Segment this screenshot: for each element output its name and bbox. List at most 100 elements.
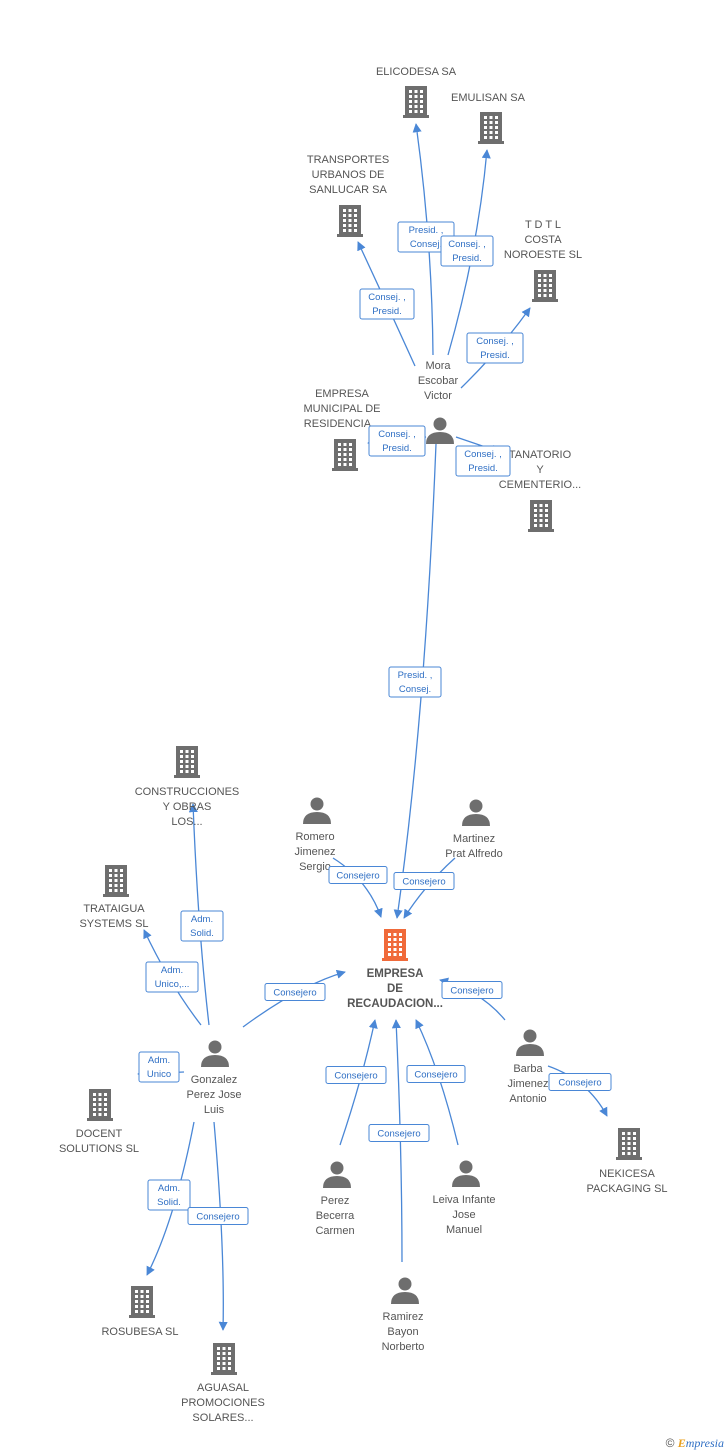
node-label: DOCENT	[76, 1128, 123, 1140]
edge-label[interactable]: Consejero	[548, 1073, 612, 1091]
node-label: SANLUCAR SA	[309, 184, 387, 196]
node-label: Prat Alfredo	[445, 848, 502, 860]
node-emulisan[interactable]: EMULISAN SA	[451, 92, 526, 144]
building-icon[interactable]	[174, 746, 200, 778]
node-label: COSTA	[524, 234, 562, 246]
person-icon[interactable]	[426, 417, 454, 445]
edge-label[interactable]: Consej. ,Presid.	[466, 332, 524, 364]
person-icon[interactable]	[452, 1160, 480, 1188]
brand-logo[interactable]: Empresia	[678, 1436, 724, 1450]
edge-label[interactable]: Adm.Unico,...	[145, 961, 199, 993]
node-label: Leiva Infante	[433, 1194, 496, 1206]
node-label: Victor	[424, 390, 452, 402]
copyright-symbol: ©	[665, 1436, 675, 1450]
building-icon[interactable]	[337, 205, 363, 237]
edge-label[interactable]: Consejero	[328, 866, 388, 884]
building-icon[interactable]	[528, 500, 554, 532]
building-icon[interactable]	[403, 86, 429, 118]
node-main[interactable]: EMPRESADERECAUDACION...	[347, 929, 443, 1010]
edge-label-text: Consej. ,	[448, 239, 486, 250]
node-label: PACKAGING SL	[586, 1183, 667, 1195]
edge-label[interactable]: Consejero	[441, 981, 503, 999]
person-icon[interactable]	[303, 797, 331, 825]
node-label: Perez	[321, 1195, 350, 1207]
edge-label[interactable]: Consej. ,Presid.	[368, 425, 426, 457]
edge-label-text: Consej. ,	[464, 449, 502, 460]
node-label: NEKICESA	[599, 1168, 655, 1180]
person-icon[interactable]	[201, 1040, 229, 1068]
node-tanatorio[interactable]: TANATORIOYCEMENTERIO...	[499, 449, 582, 532]
node-elicodesa[interactable]: ELICODESA SA	[376, 66, 457, 118]
node-docent[interactable]: DOCENT SOLUTIONS SL	[59, 1089, 139, 1155]
node-label: Barba	[513, 1063, 543, 1075]
building-icon[interactable]	[211, 1343, 237, 1375]
building-icon[interactable]	[532, 270, 558, 302]
edge-label[interactable]: Adm. Solid.	[147, 1179, 191, 1211]
edge-label-text: Presid.	[382, 443, 412, 454]
building-icon[interactable]	[129, 1286, 155, 1318]
node-label: MUNICIPAL DE	[303, 403, 380, 415]
edge-label[interactable]: Consejero	[187, 1207, 249, 1225]
edge-label[interactable]: Presid. ,Consej.	[397, 221, 455, 253]
node-label: Luis	[204, 1104, 225, 1116]
building-icon[interactable]	[616, 1128, 642, 1160]
building-icon[interactable]	[382, 929, 408, 961]
edge-label[interactable]: Consejero	[368, 1124, 430, 1142]
edge-label[interactable]: Consej. ,Presid.	[359, 288, 415, 320]
node-label: Martinez	[453, 833, 495, 845]
node-label: SOLUTIONS SL	[59, 1143, 139, 1155]
person-icon[interactable]	[323, 1161, 351, 1189]
node-label: ELICODESA SA	[376, 66, 457, 78]
edge-label-text: Consejero	[450, 986, 493, 997]
edge-label-text: Adm.	[158, 1183, 180, 1194]
person-icon[interactable]	[516, 1029, 544, 1057]
node-label: SYSTEMS SL	[79, 918, 148, 930]
node-label: EMULISAN SA	[451, 92, 526, 104]
edge-mora-main	[393, 443, 437, 919]
building-icon[interactable]	[478, 112, 504, 144]
edge-label[interactable]: Consejero	[325, 1066, 387, 1084]
edge-label[interactable]: Adm.Solid.	[180, 910, 224, 942]
edge-label[interactable]: Consejero	[406, 1065, 466, 1083]
edge-label[interactable]: Adm.Unico	[138, 1051, 180, 1083]
edge-label-text: Presid.	[480, 350, 510, 361]
node-label: TRANSPORTES	[307, 154, 389, 166]
edge-label[interactable]: Consejero	[264, 983, 326, 1001]
edge-label-text: Consejero	[336, 871, 379, 882]
node-label: RESIDENCIA...	[304, 418, 380, 430]
person-icon[interactable]	[391, 1277, 419, 1305]
edge-label[interactable]: Presid. ,Consej.	[388, 666, 442, 698]
edge-label[interactable]: Consej. ,Presid.	[455, 445, 511, 477]
edge-label-text: Solid.	[157, 1197, 181, 1208]
edge-label[interactable]: Consejero	[393, 872, 455, 890]
person-icon[interactable]	[462, 799, 490, 827]
node-label: AGUASAL	[197, 1382, 249, 1394]
edge-label[interactable]: Consej. , Presid.	[440, 235, 494, 267]
node-nekicesa[interactable]: NEKICESA PACKAGING SL	[586, 1128, 668, 1195]
building-icon[interactable]	[103, 865, 129, 897]
building-icon[interactable]	[332, 439, 358, 471]
node-rosubesa[interactable]: ROSUBESA SL	[101, 1286, 179, 1338]
edge-labels-layer: Presid. ,Consej.Consej. ,Presid.Consej. …	[138, 221, 612, 1225]
building-icon[interactable]	[87, 1089, 113, 1121]
node-aguasal[interactable]: AGUASALPROMOCIONESSOLARES...	[181, 1343, 265, 1424]
node-label: CEMENTERIO...	[499, 479, 582, 491]
node-label: Romero	[295, 831, 334, 843]
edge-label-text: Presid.	[452, 253, 482, 264]
edge-label-text: Unico	[147, 1069, 171, 1080]
node-label: Manuel	[446, 1224, 482, 1236]
